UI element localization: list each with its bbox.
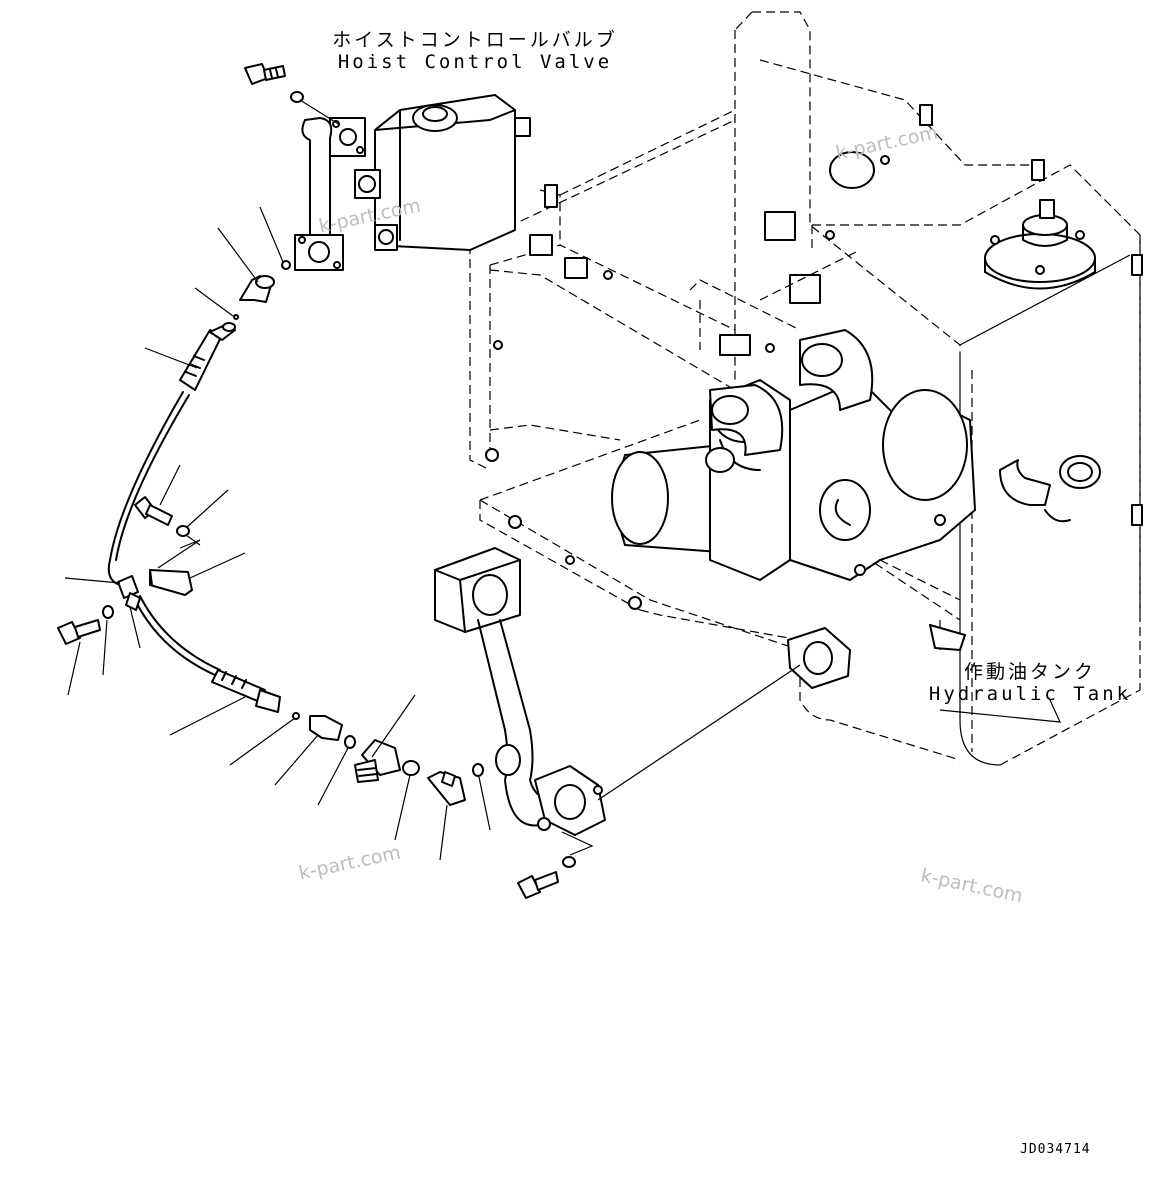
leader-lines [64, 206, 1061, 861]
hoist-label-jp: ホイストコントロールバルブ [332, 29, 618, 51]
tank-label-jp: 作動油タンク [963, 661, 1096, 683]
suction-pipe [434, 547, 851, 899]
tank-label-en: Hydraulic Tank [928, 682, 1132, 705]
hydraulic-tank-label: 作動油タンク Hydraulic Tank [925, 661, 1135, 706]
hoist-control-valve [294, 94, 531, 271]
hoist-label-en: Hoist Control Valve [337, 50, 613, 73]
tank-frame [469, 109, 966, 651]
fittings-chain [292, 712, 484, 806]
top-bolt [244, 63, 341, 126]
hydraulic-tank [734, 11, 1143, 766]
hoist-control-valve-label: ホイストコントロールバルブ Hoist Control Valve [330, 29, 620, 74]
drawing-number: JD034714 [1020, 1142, 1091, 1157]
strainer-assembly [611, 329, 976, 581]
hose-line [57, 260, 291, 713]
